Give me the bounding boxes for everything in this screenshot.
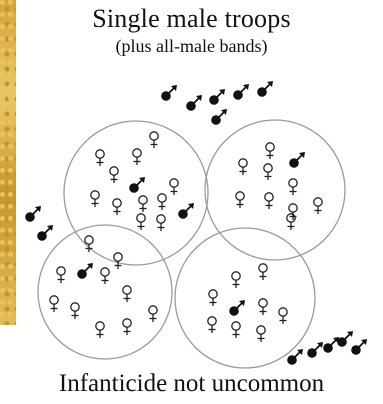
female-symbol-icon [113,199,121,215]
female-symbol-icon [236,192,244,208]
male-symbol-icon [25,206,41,222]
male-symbol-icon [178,203,194,219]
female-symbol-icon [232,272,240,288]
male-symbol-icon [337,331,353,347]
male-symbol-icon [161,85,177,101]
female-symbol-icon [289,179,297,195]
female-symbol-icon [123,319,131,335]
male-symbol-icon [307,342,323,358]
female-symbol-icon [150,132,158,148]
female-symbol-icon [158,194,166,210]
male-symbol-icon [211,109,227,125]
female-symbol-icon [259,264,267,280]
female-symbol-icon [314,198,322,214]
diagram-caption: Infanticide not uncommon [0,370,383,398]
female-symbol-icon [50,296,58,312]
female-symbol-icon [170,179,178,195]
male-symbol-icon [323,337,339,353]
female-symbol-icon [96,322,104,338]
female-symbol-icon [266,143,274,159]
male-symbol-icon [77,263,93,279]
female-symbol-icon [289,204,297,220]
female-symbol-icon [239,159,247,175]
female-symbol-icon [133,149,141,165]
female-symbol-icon [279,308,287,324]
female-symbol-icon [91,191,99,207]
female-symbol-icon [137,214,145,230]
troop-circle-top-right [205,120,345,260]
female-symbol-icon [208,317,216,333]
female-symbol-icon [209,290,217,306]
female-symbol-icon [110,167,118,183]
female-symbol-icon [71,303,79,319]
troop-circle-bottom-left [38,225,172,359]
female-symbol-icon [123,286,131,302]
male-symbol-icon [233,84,249,100]
male-symbol-icon [186,95,202,111]
male-symbol-icon [129,177,145,193]
male-symbol-icon [257,81,273,97]
female-symbol-icon [264,164,272,180]
troop-circle-bottom-right [175,228,315,368]
female-symbol-icon [114,253,122,269]
male-symbol-icon [289,152,305,168]
female-symbol-icon [139,196,147,212]
female-symbol-icon [57,267,65,283]
male-symbol-icon [209,89,225,105]
female-symbol-icon [101,268,109,284]
female-symbol-icon [149,306,157,322]
male-symbol-icon [229,300,245,316]
male-symbol-icon [351,339,367,355]
female-symbol-icon [265,193,273,209]
female-symbol-icon [96,150,104,166]
female-symbol-icon [257,326,265,342]
female-symbol-icon [157,215,165,231]
female-symbol-icon [259,299,267,315]
male-symbol-icon [37,225,53,241]
female-symbol-icon [232,322,240,338]
